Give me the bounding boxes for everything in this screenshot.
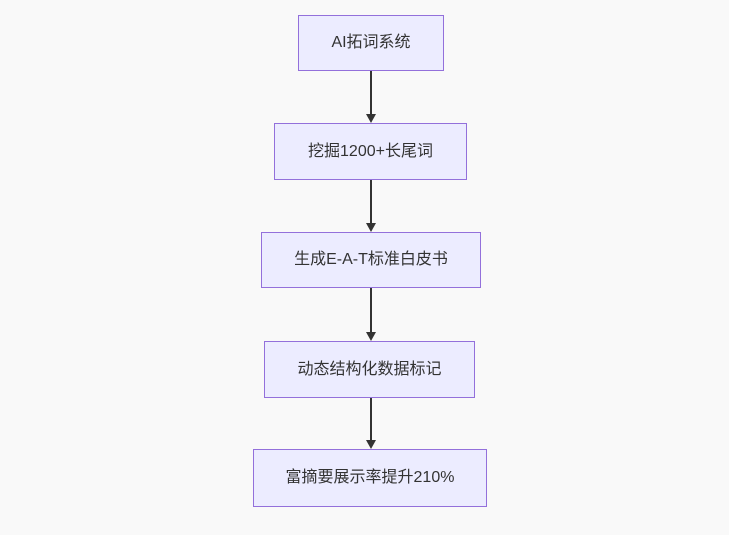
- flow-node-mine-longtail-keywords: 挖掘1200+长尾词: [274, 123, 467, 180]
- flow-node-label: 生成E-A-T标准白皮书: [294, 251, 448, 268]
- flow-node-label: 动态结构化数据标记: [297, 360, 442, 378]
- arrow-line: [369, 288, 372, 332]
- flow-node-generate-eat-whitepaper: 生成E-A-T标准白皮书: [261, 232, 481, 288]
- flow-node-label: 挖掘1200+长尾词: [308, 142, 433, 160]
- flow-node-rich-snippet-rate-increase: 富摘要展示率提升210%: [253, 449, 487, 507]
- flow-node-ai-word-expansion-system: AI拓词系统: [298, 15, 444, 71]
- arrowhead-down-icon: [365, 114, 376, 123]
- arrow-line: [369, 180, 372, 223]
- flow-node-dynamic-structured-data-markup: 动态结构化数据标记: [264, 341, 475, 398]
- arrow-line: [369, 71, 372, 114]
- arrow-line: [369, 398, 372, 440]
- arrowhead-down-icon: [365, 332, 376, 341]
- arrowhead-down-icon: [365, 440, 376, 449]
- arrowhead-down-icon: [365, 223, 376, 232]
- flow-node-label: AI拓词系统: [331, 34, 411, 51]
- flow-node-label: 富摘要展示率提升210%: [285, 469, 455, 486]
